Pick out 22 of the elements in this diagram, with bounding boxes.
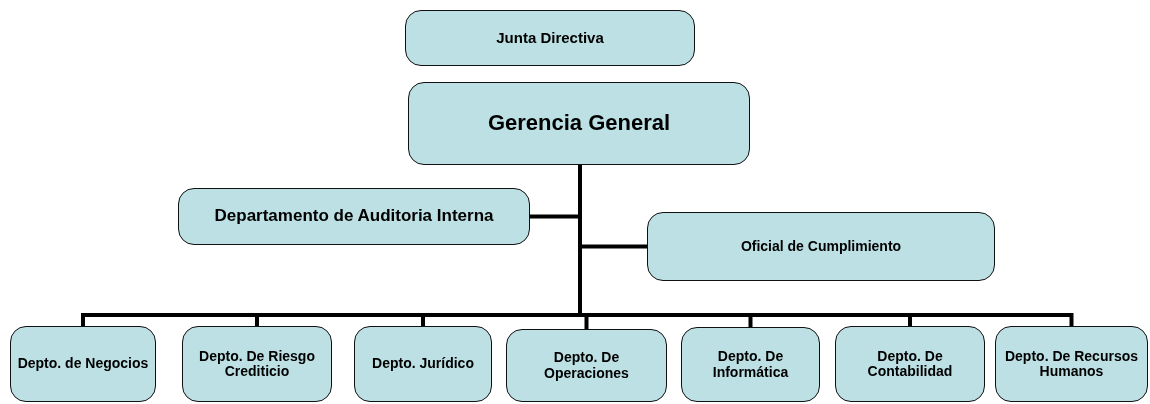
org-box	[182, 326, 332, 402]
org-box	[995, 326, 1148, 402]
box-label: Junta Directiva	[496, 29, 604, 47]
box-label: Depto. de Negocios	[17, 356, 149, 372]
box-label: Depto. De Riesgo Crediticio	[198, 348, 316, 380]
box-label: Depto. De Operaciones	[543, 350, 630, 381]
box-label: Depto. Jurídico	[372, 356, 474, 372]
box-label: Departamento de Auditoria Interna	[214, 207, 494, 226]
org-box	[405, 10, 695, 66]
org-box	[681, 327, 820, 402]
org-box	[647, 212, 995, 281]
box-label: Depto. De Informática	[711, 349, 790, 380]
box-label: Depto. De Recursos Humanos	[1003, 348, 1139, 380]
org-box	[10, 326, 156, 402]
box-label: Oficial de Cumplimiento	[740, 238, 902, 255]
org-box	[408, 82, 750, 165]
org-box	[506, 329, 667, 402]
box-label: Gerencia General	[487, 111, 671, 136]
org-box	[354, 326, 492, 402]
org-box	[835, 326, 985, 402]
org-box	[178, 188, 530, 245]
box-label: Depto. De Contabilidad	[866, 348, 954, 380]
